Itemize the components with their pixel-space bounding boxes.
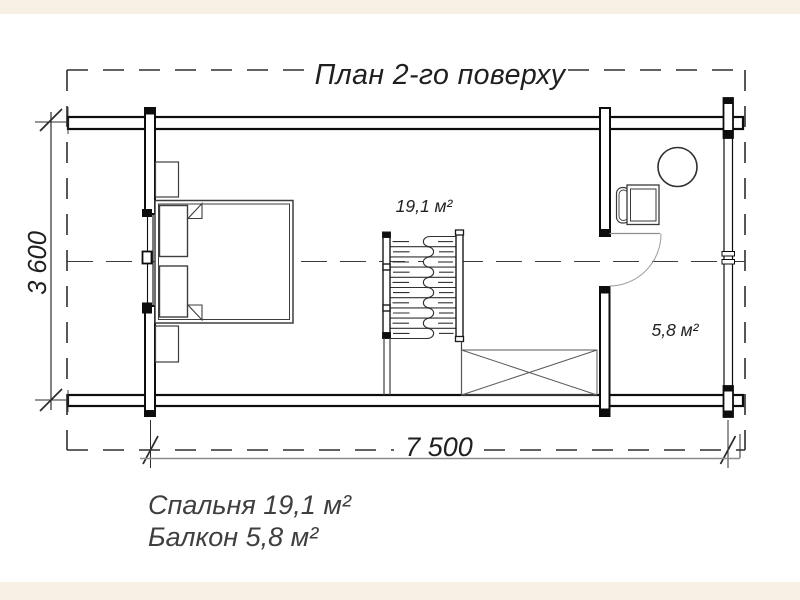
drawing-title: План 2-го поверху xyxy=(315,59,567,91)
closets xyxy=(154,161,180,363)
dim-tick xyxy=(719,435,737,465)
blanket-fold xyxy=(186,304,203,322)
corner-cap xyxy=(723,130,734,138)
pillow xyxy=(158,265,189,318)
stair-tread xyxy=(390,266,435,278)
round-table xyxy=(657,146,698,188)
stringer-joint xyxy=(382,263,391,271)
corner-cap xyxy=(723,410,734,418)
partition-cap-bottom xyxy=(599,408,610,417)
closet-top xyxy=(154,161,180,198)
stair-tread xyxy=(390,246,435,258)
stringer-cap xyxy=(454,229,465,236)
stringer-cap xyxy=(382,332,391,339)
corner-cap xyxy=(723,97,734,104)
left-wall-cap-bottom xyxy=(144,410,155,417)
walls xyxy=(66,97,745,418)
left-wall-cap-top xyxy=(144,107,155,115)
door-jamb-bottom xyxy=(599,286,610,294)
balcony-door xyxy=(609,232,662,287)
blanket-fold xyxy=(186,202,203,220)
legend-bedroom: Спальня 19,1 м² xyxy=(148,490,352,520)
armchair-cushion xyxy=(630,188,657,222)
dashed-boundary xyxy=(66,69,746,451)
stair-tread xyxy=(390,286,435,299)
stair-stringer-right xyxy=(455,230,464,342)
right-wall-joint-mark xyxy=(721,259,735,265)
partition-wall-upper xyxy=(599,107,611,237)
partition-wall-lower xyxy=(599,286,611,417)
dim-tick xyxy=(39,388,63,412)
door-swing-arc xyxy=(609,233,662,287)
stringer-joint xyxy=(382,304,391,312)
dimension-marks xyxy=(35,107,741,468)
left-wall-joint-mark xyxy=(142,302,152,314)
armchair xyxy=(615,184,660,226)
dim-tick xyxy=(39,108,63,132)
corner-cap xyxy=(723,385,734,392)
bed xyxy=(154,199,294,324)
top-paper-band xyxy=(0,0,800,14)
stair-tread xyxy=(390,327,435,340)
height-dimension-label: 3 600 xyxy=(24,231,52,295)
door-jamb-top xyxy=(599,229,611,237)
stringer-cap xyxy=(454,335,465,343)
stringer-cap xyxy=(382,231,391,238)
pillow xyxy=(158,204,189,258)
bedroom-area-label: 19,1 м² xyxy=(396,196,454,216)
left-wall-joint-mark xyxy=(142,209,152,217)
balcony-area-label: 5,8 м² xyxy=(651,320,699,340)
legend-balcony: Балкон 5,8 м² xyxy=(148,522,319,552)
top-wall xyxy=(66,115,745,131)
left-wall-joint-mark xyxy=(141,250,153,265)
staircase xyxy=(382,229,465,395)
bottom-wall xyxy=(66,393,745,408)
left-wall-post-top xyxy=(144,107,156,215)
right-wall-joint-mark xyxy=(721,251,735,257)
left-wall-post-bottom xyxy=(144,305,156,417)
closet-bottom xyxy=(154,325,180,363)
dim-tick xyxy=(142,435,159,465)
stair-stringer-left xyxy=(382,232,391,339)
bottom-paper-band xyxy=(0,582,800,600)
width-dimension-label: 7 500 xyxy=(405,432,473,462)
stair-opening-cross xyxy=(461,349,598,396)
stair-tread xyxy=(390,307,435,319)
